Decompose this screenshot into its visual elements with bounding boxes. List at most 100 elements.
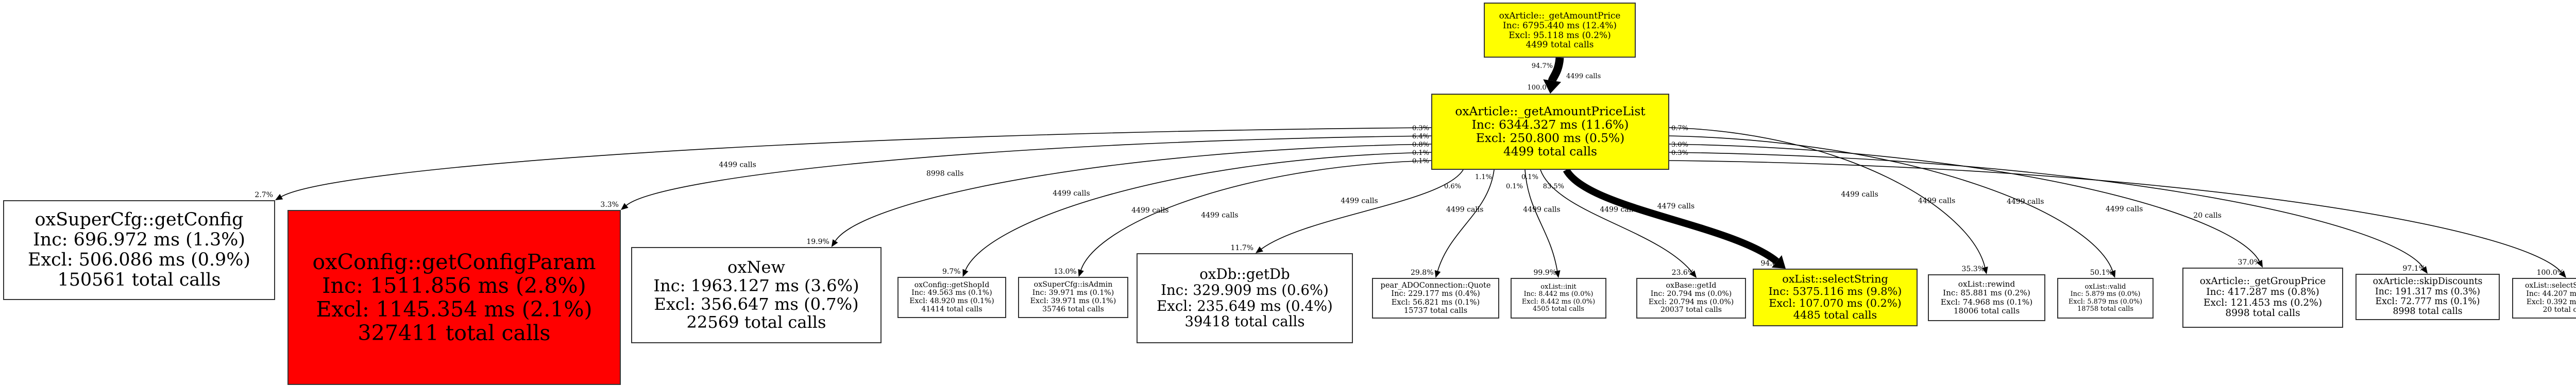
total-calls: 150561 total calls bbox=[57, 270, 221, 291]
edge-dest-pct: 9.7% bbox=[942, 268, 961, 276]
edge-dest-pct: 13.0% bbox=[1054, 268, 1076, 276]
edge-dest-pct: 100.0% bbox=[2537, 269, 2564, 277]
edge-dest-pct: 11.7% bbox=[1231, 244, 1253, 252]
function-name: oxNew bbox=[727, 257, 785, 277]
arrowhead-icon bbox=[962, 269, 969, 277]
arrowhead-icon bbox=[1981, 266, 1988, 274]
function-name: oxList::rewind bbox=[1958, 279, 2015, 289]
edge-dest-pct: 19.9% bbox=[806, 238, 829, 246]
total-calls: 22569 total calls bbox=[686, 312, 826, 332]
edge-to-6 bbox=[1437, 169, 1495, 271]
inclusive-time: Inc: 229.177 ms (0.4%) bbox=[1391, 289, 1480, 298]
exclusive-time: Excl: 107.070 ms (0.2%) bbox=[1769, 297, 1902, 309]
function-name: oxSuperCfg::getConfig bbox=[35, 209, 244, 230]
node-child[interactable]: oxList::selectString@1Inc: 44.207 ms (0.… bbox=[2512, 278, 2576, 319]
edge-to-9 bbox=[1563, 168, 1780, 265]
total-calls: 327411 total calls bbox=[358, 321, 551, 346]
edge-calls-label: 4499 calls bbox=[2106, 205, 2143, 213]
edge-src-pct: 0.6% bbox=[1444, 183, 1461, 190]
edge-src-pct: 1.1% bbox=[1475, 173, 1492, 181]
exclusive-time: Excl: 48.920 ms (0.1%) bbox=[909, 297, 994, 305]
inclusive-time: Inc: 1511.856 ms (2.8%) bbox=[322, 273, 586, 298]
edge-dest-pct: 37.0% bbox=[2238, 258, 2261, 267]
inclusive-time: Inc: 5375.116 ms (9.8%) bbox=[1768, 285, 1902, 297]
exclusive-time: Excl: 72.777 ms (0.1%) bbox=[2375, 296, 2480, 307]
edge-calls-label: 4499 calls bbox=[1566, 73, 1601, 80]
edge-to-13 bbox=[1669, 152, 2424, 268]
edge-to-10 bbox=[1669, 127, 1986, 268]
edge-calls-label: 4499 calls bbox=[2007, 198, 2044, 206]
function-name: oxSuperCfg::isAdmin bbox=[1033, 280, 1113, 289]
edge-to-5 bbox=[1261, 169, 1464, 250]
arrowhead-icon bbox=[2421, 266, 2428, 274]
function-name: oxArticle::skipDiscounts bbox=[2372, 276, 2483, 287]
edge-src-pct: 83.5% bbox=[1543, 183, 1564, 190]
function-name: oxArticle::_getAmountPrice bbox=[1499, 10, 1621, 21]
total-calls: 4499 total calls bbox=[1526, 39, 1594, 50]
exclusive-time: Excl: 5.879 ms (0.0%) bbox=[2068, 297, 2143, 306]
edge-calls-label: 4499 calls bbox=[1341, 197, 1378, 205]
edge-dest-pct: 23.6% bbox=[1672, 269, 1694, 277]
exclusive-time: Excl: 39.971 ms (0.1%) bbox=[1030, 297, 1116, 305]
total-calls: 4499 total calls bbox=[1503, 145, 1597, 159]
arrowhead-icon bbox=[2257, 259, 2263, 268]
total-calls: 15737 total calls bbox=[1403, 306, 1468, 315]
arrowhead-icon bbox=[1078, 269, 1084, 277]
edge-src-pct: 94.7% bbox=[1532, 62, 1553, 70]
inclusive-time: Inc: 1963.127 ms (3.6%) bbox=[653, 275, 859, 295]
edge-calls-label: 4499 calls bbox=[1841, 190, 1878, 199]
edge-calls-label: 8998 calls bbox=[926, 170, 963, 178]
edge-calls-label: 4499 calls bbox=[1053, 189, 1090, 198]
edge-dest-pct: 2.7% bbox=[255, 191, 273, 199]
function-name: oxList::selectString bbox=[1782, 273, 1888, 286]
inclusive-time: Inc: 20.794 ms (0.0%) bbox=[1650, 289, 1732, 298]
total-calls: 39418 total calls bbox=[1184, 313, 1305, 330]
inclusive-time: Inc: 85.881 ms (0.2%) bbox=[1943, 288, 2030, 298]
total-calls: 18758 total calls bbox=[2077, 305, 2133, 313]
arrowhead-icon bbox=[2109, 270, 2116, 278]
edge-calls-label: 4499 calls bbox=[719, 161, 756, 169]
edge-calls-label: 4499 calls bbox=[1446, 206, 1483, 214]
function-name: oxArticle::_getGroupPrice bbox=[2199, 275, 2326, 287]
function-name: oxConfig::getShopId bbox=[914, 280, 990, 289]
edge-dest-pct: 99.9% bbox=[1534, 269, 1556, 277]
arrowhead-icon bbox=[1689, 270, 1697, 278]
arrowhead-icon bbox=[1554, 270, 1561, 278]
edge-src-pct: 0.7% bbox=[1671, 125, 1688, 132]
inclusive-time: Inc: 191.317 ms (0.3%) bbox=[2375, 286, 2481, 297]
edge-src-pct: 0.3% bbox=[1412, 125, 1429, 132]
edge-dest-pct: 29.8% bbox=[1411, 269, 1433, 277]
inclusive-time: Inc: 6795.440 ms (12.4%) bbox=[1503, 20, 1617, 30]
edge-dest-pct: 50.1% bbox=[2090, 269, 2113, 277]
exclusive-time: Excl: 56.821 ms (0.1%) bbox=[1391, 297, 1480, 307]
arrowhead-icon bbox=[1543, 79, 1562, 94]
edge-dest-pct: 100.0% bbox=[1527, 84, 1553, 92]
edge-dest-pct: 3.3% bbox=[600, 201, 619, 209]
arrowhead-icon bbox=[1434, 270, 1441, 278]
edge-src-pct: 0.1% bbox=[1412, 157, 1429, 165]
exclusive-time: Excl: 356.647 ms (0.7%) bbox=[654, 294, 859, 314]
edge-src-pct: 0.1% bbox=[1521, 173, 1538, 181]
total-calls: 8998 total calls bbox=[2225, 308, 2300, 319]
exclusive-time: Excl: 1145.354 ms (2.1%) bbox=[316, 297, 592, 322]
total-calls: 20037 total calls bbox=[1660, 306, 1722, 314]
exclusive-time: Excl: 506.086 ms (0.9%) bbox=[27, 250, 250, 270]
edge-to-2 bbox=[835, 144, 1432, 241]
